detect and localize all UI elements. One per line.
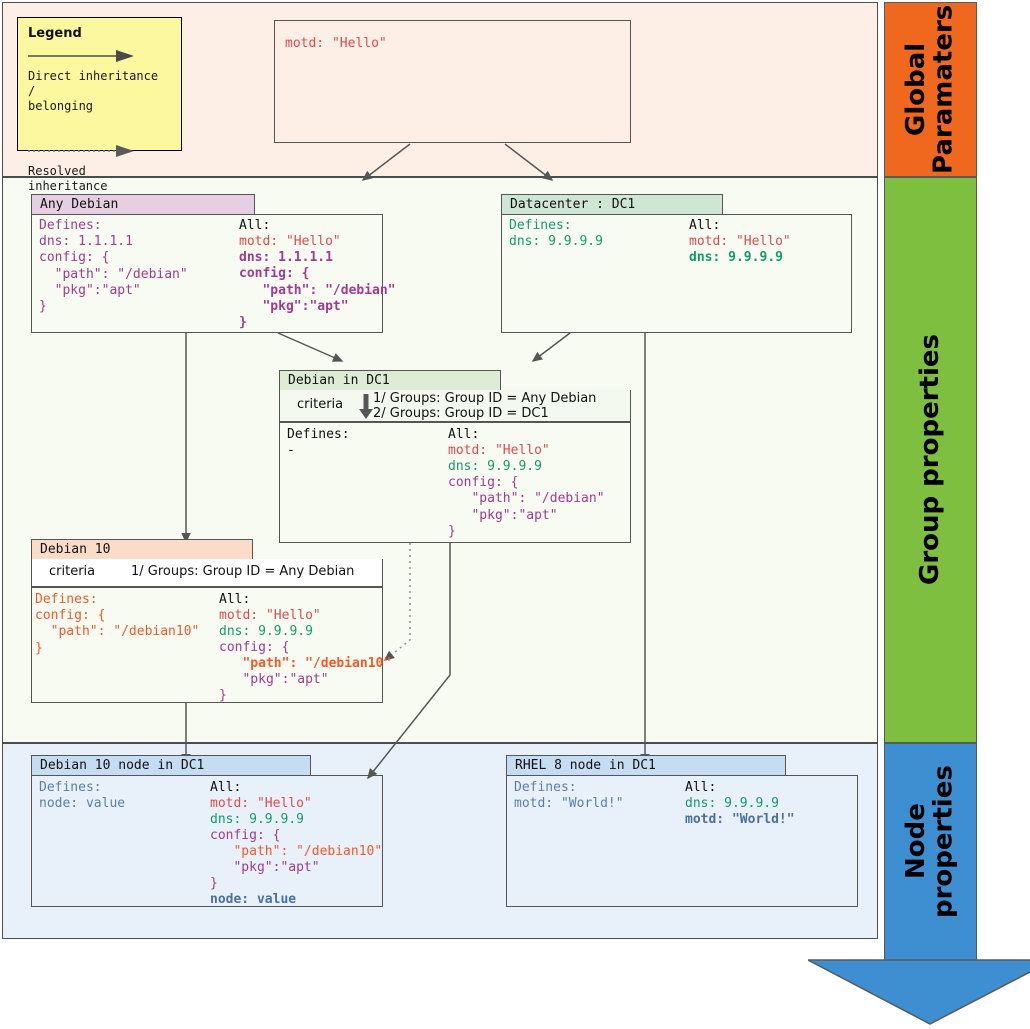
debian-10-defines-body: config: { "path": "/debian10" } (35, 608, 200, 656)
band-label-group-properties: Group properties (884, 177, 977, 743)
debian-10-criteria-row: criteria 1/ Groups: Group ID = Any Debia… (31, 559, 383, 587)
debian-10-node-all-motd: motd: "Hello" (210, 796, 312, 811)
debian-10-all-config-open: config: { (219, 640, 290, 655)
card-debian-in-dc1-title: Debian in DC1 (279, 370, 501, 391)
debian-10-node-all-dns: dns: 9.9.9.9 (210, 812, 304, 827)
debian-10-all-path: "path": "/debian10" (219, 656, 392, 671)
rhel-8-node-defines-body: motd: "World!" (514, 796, 624, 811)
debian-in-dc1-criteria-row: criteria 1/ Groups: Group ID = Any Debia… (279, 390, 631, 422)
card-debian-10-node-in-dc1[interactable]: Debian 10 node in DC1 Defines: node: val… (31, 755, 383, 907)
datacenter-all-dns: dns: 9.9.9.9 (689, 250, 783, 265)
debian-10-criteria-label: criteria (49, 564, 96, 579)
legend-dotted-label: Resolved inheritance (28, 164, 108, 193)
any-debian-defines-label: Defines: (39, 218, 102, 233)
any-debian-all-motd: motd: "Hello" (239, 234, 341, 249)
rhel-8-node-all-dns: dns: 9.9.9.9 (685, 796, 779, 811)
debian-10-all-close: } (219, 688, 227, 703)
debian-10-all-label: All: (219, 592, 251, 607)
debian-10-node-all-pkg: "pkg":"apt" (210, 860, 320, 875)
debian-in-dc1-criteria-label: criteria (297, 397, 344, 412)
debian-10-node-defines-label: Defines: (39, 780, 102, 795)
solid-arrow-icon (28, 50, 134, 62)
legend: Legend Direct inheritance / belonging Re… (17, 17, 182, 193)
any-debian-all-resolved: dns: 1.1.1.1 config: { "path": "/debian"… (239, 250, 396, 331)
debian-10-node-all-close: } (210, 876, 218, 891)
card-any-debian-title: Any Debian (31, 194, 255, 215)
card-datacenter-dc1[interactable]: Datacenter : DC1 Defines: dns: 9.9.9.9 A… (501, 194, 852, 333)
debian-10-defines-label: Defines: (35, 592, 98, 607)
global-motd-text: motd: "Hello" (285, 36, 387, 51)
legend-title: Legend (28, 26, 82, 41)
flow-arrow-head-icon (808, 959, 1030, 1025)
any-debian-all-label: All: (239, 218, 271, 233)
rhel-8-node-all-motd: motd: "World!" (685, 812, 795, 827)
debian-in-dc1-all-motd: motd: "Hello" (448, 443, 550, 458)
datacenter-defines-label: Defines: (509, 218, 572, 233)
card-any-debian[interactable]: Any Debian Defines: dns: 1.1.1.1 config:… (31, 194, 396, 333)
rhel-8-node-defines-label: Defines: (514, 780, 577, 795)
any-debian-defines-body: dns: 1.1.1.1 config: { "path": "/debian"… (39, 234, 188, 315)
card-rhel-8-node-in-dc1[interactable]: RHEL 8 node in DC1 Defines: motd: "World… (506, 755, 858, 907)
flow-arrow-shaft (884, 938, 977, 960)
datacenter-all-label: All: (689, 218, 721, 233)
debian-10-criteria-text: 1/ Groups: Group ID = Any Debian (131, 564, 355, 579)
legend-solid-label: Direct inheritance / belonging (28, 69, 159, 113)
band-label-node-properties: Node properties (884, 743, 977, 939)
datacenter-all-motd: motd: "Hello" (689, 234, 791, 249)
debian-10-node-all-node: node: value (210, 892, 297, 907)
card-debian-in-dc1[interactable]: Debian in DC1 criteria 1/ Groups: Group … (279, 370, 631, 543)
band-label-global-text: Global Paramaters (901, 4, 959, 175)
debian-in-dc1-all-label: All: (448, 427, 480, 442)
card-rhel-8-node-title: RHEL 8 node in DC1 (506, 755, 786, 776)
debian-in-dc1-all-config: config: { "path": "/debian" "pkg":"apt" … (448, 475, 605, 539)
card-debian-10-node-title: Debian 10 node in DC1 (31, 755, 311, 776)
debian-10-node-defines-body: node: value (39, 796, 126, 811)
band-label-global-parameters: Global Paramaters (884, 2, 977, 177)
debian-in-dc1-all-dns: dns: 9.9.9.9 (448, 459, 542, 474)
card-datacenter-title: Datacenter : DC1 (501, 194, 723, 215)
band-label-group-text: Group properties (914, 334, 945, 586)
rhel-8-node-all-label: All: (685, 780, 717, 795)
debian-10-all-pkg: "pkg":"apt" (219, 672, 329, 687)
down-arrow-icon (359, 394, 373, 419)
datacenter-defines-body: dns: 9.9.9.9 (509, 234, 603, 249)
debian-10-node-all-path: "path": "/debian10" (210, 844, 383, 859)
dotted-arrow-icon (28, 145, 134, 157)
debian-in-dc1-defines-body: - (287, 443, 295, 458)
debian-in-dc1-criteria-text: 1/ Groups: Group ID = Any Debian 2/ Grou… (373, 391, 597, 421)
card-debian-10[interactable]: Debian 10 criteria 1/ Groups: Group ID =… (31, 539, 391, 703)
debian-10-node-all-config-open: config: { (210, 828, 281, 843)
debian-10-all-motd: motd: "Hello" (219, 608, 321, 623)
global-parameters-box: motd: "Hello" (274, 20, 631, 143)
debian-in-dc1-defines-label: Defines: (287, 427, 350, 442)
band-label-node-text: Node properties (901, 765, 959, 918)
debian-10-all-dns: dns: 9.9.9.9 (219, 624, 313, 639)
debian-10-node-all-label: All: (210, 780, 242, 795)
card-debian-10-title: Debian 10 (31, 539, 253, 560)
